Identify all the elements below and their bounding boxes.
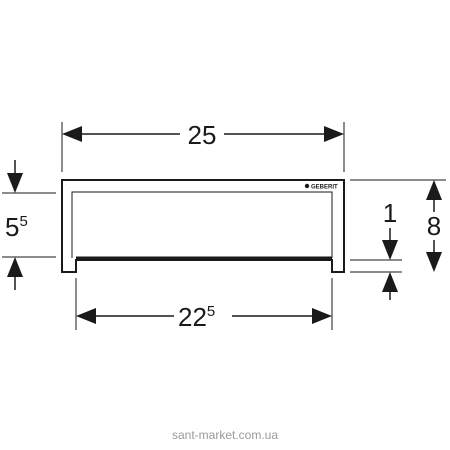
watermark-text: sant-market.com.ua (171, 428, 279, 442)
arrowhead-up-icon (382, 272, 398, 292)
inner-face (71, 191, 333, 258)
dimension-left-height (2, 160, 56, 290)
arrowhead-up-icon (7, 257, 23, 277)
dimension-bottom-width (75, 278, 333, 330)
dimension-step-height (350, 228, 402, 300)
brand-logo: GEBERIT (304, 183, 338, 191)
brand-logo-dot-icon (304, 183, 310, 189)
dimension-label-top-width: 25 (188, 120, 217, 150)
dimension-label-bottom-width: 225 (178, 302, 215, 332)
arrowhead-up-icon (426, 180, 442, 200)
brand-logo-text: GEBERIT (311, 185, 338, 191)
dimension-label-step-height: 1 (383, 198, 397, 228)
dimension-top-width (61, 122, 345, 172)
arrowhead-down-icon (382, 240, 398, 260)
arrowhead-left-icon (76, 308, 96, 324)
dimension-right-height (350, 179, 446, 272)
dimension-label-left-height: 55 (5, 212, 28, 242)
arrowhead-right-icon (324, 126, 344, 142)
dimension-label-right-height: 8 (427, 211, 441, 241)
outer-shell (61, 179, 345, 273)
arrowhead-left-icon (62, 126, 82, 142)
product-outline (61, 179, 345, 273)
arrowhead-down-icon (7, 173, 23, 193)
arrowhead-down-icon (426, 252, 442, 272)
arrowhead-right-icon (312, 308, 332, 324)
